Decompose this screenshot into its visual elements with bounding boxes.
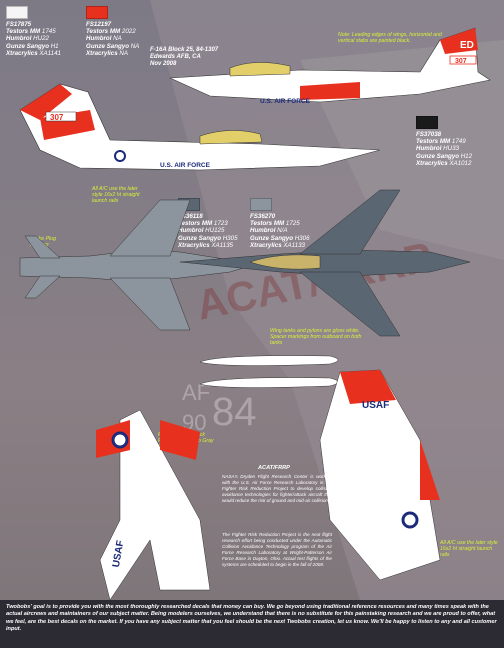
note-launch-rails: All A/C use the later style 16x2 ht stra…: [92, 186, 140, 204]
svg-text:ED: ED: [460, 40, 474, 51]
svg-text:U.S. AIR FORCE: U.S. AIR FORCE: [160, 162, 211, 169]
side-view-left: 307 ED U.S. AIR FORCE: [19, 83, 381, 171]
acat-title: ACAT/FRRP: [258, 465, 290, 471]
top-view: [19, 199, 251, 331]
swatch-fs12197: FS12197 Testors MM 2022 Humbrol NA Gunze…: [86, 6, 139, 57]
svg-text:84: 84: [212, 390, 257, 434]
note-wing-tanks: Wing tanks and pylons are gloss white. S…: [270, 328, 362, 346]
swatch-fs36118: FS36118 Testors MM 1723 Humbrol HU125 Gu…: [178, 198, 238, 249]
footer-text: Twobobs' goal is to provide you with the…: [0, 600, 504, 648]
note-leading-edges: Note: Leading edges of wings, horizontal…: [338, 32, 442, 44]
svg-text:307: 307: [455, 58, 467, 65]
svg-text:USAF: USAF: [111, 540, 127, 569]
acat-paragraph-1: NASA's Dryden Flight Research Center is …: [222, 474, 332, 503]
side-view-right: 307 ED U.S. AIR FORCE: [169, 27, 491, 105]
swatch-fs36270: FS36270 Testors MM 1725 Humbrol N/A Gunz…: [250, 198, 310, 249]
aircraft-caption: F-16A Block 25, 84-1307 Edwards AFB, CA …: [150, 47, 219, 67]
svg-text:307: 307: [50, 113, 64, 122]
acat-paragraph-2: The Fighter Risk Reduction Project is th…: [222, 532, 332, 567]
swatch-fs-code: FS17875: [6, 21, 32, 28]
underside-left: USAF: [96, 409, 211, 600]
svg-text:USAF: USAF: [362, 400, 389, 411]
svg-text:U.S. AIR FORCE: U.S. AIR FORCE: [260, 98, 311, 105]
swatch-color: [416, 116, 438, 129]
swatch-color: [6, 6, 28, 19]
swatch-fs37038: FS37038 Testors MM 1749 Humbrol HU33 Gun…: [416, 116, 472, 167]
swatch-fs17875: FS17875 Testors MM 1745 Humbrol HU22 Gun…: [6, 6, 61, 57]
bottom-view: [179, 189, 471, 337]
underside-right: USAF: [319, 369, 441, 581]
swatch-color: [86, 6, 108, 19]
wing-tanks: [199, 355, 339, 388]
aircraft-drawings: 307 ED U.S. AIR FORCE 307 ED U.S. AIR FO…: [19, 27, 491, 600]
svg-text:ED: ED: [40, 97, 55, 109]
note-launch-rails-right: All A/C use the later style 16x2 ht stra…: [440, 540, 498, 558]
swatch-color: [250, 198, 272, 211]
